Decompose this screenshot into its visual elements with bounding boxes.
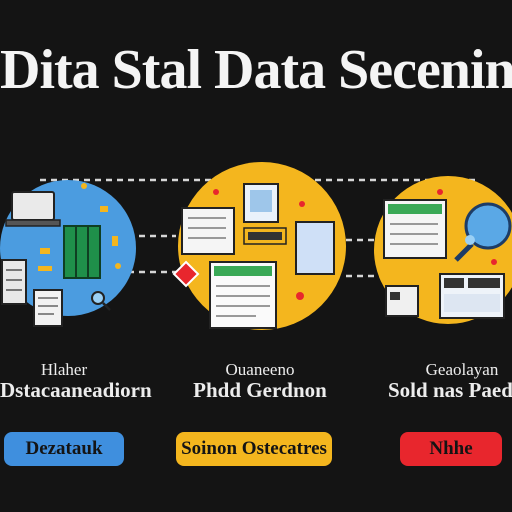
- stage-3-pill: Nhhe: [400, 432, 502, 466]
- stage-2-caption-bottom: Phdd Gerdnon: [193, 378, 327, 402]
- clipboard-icon: [243, 183, 279, 223]
- diagram-title: Dita Stal Data Secening: [0, 39, 512, 101]
- monitor-icon: [439, 273, 505, 319]
- form-document-icon: [383, 199, 447, 259]
- magnifier-icon: [91, 291, 111, 311]
- code-label-icon: [243, 227, 287, 245]
- stage-2-pill: Soinon Ostecatres: [176, 432, 332, 466]
- stage-3-caption-bottom: Sold nas Paeda: [388, 378, 512, 402]
- dots: [437, 189, 497, 265]
- small-dots: [213, 189, 305, 300]
- yellow-dots: [38, 183, 121, 271]
- report-document-icon: [209, 261, 277, 329]
- stage-1-caption-top: Hlaher: [40, 360, 88, 379]
- stage-3-illustration: [374, 176, 512, 324]
- stage-1-pill: Dezatauk: [4, 432, 124, 466]
- small-card-icon: [385, 285, 419, 317]
- laptop-icon: [5, 191, 61, 227]
- stage-3-caption-top: Geaolayan: [425, 360, 499, 379]
- list-document-icon: [181, 207, 235, 255]
- document-icon: [33, 289, 63, 327]
- stage-2-illustration: [172, 162, 346, 330]
- stage-2-caption-top: Ouaneeno: [225, 360, 295, 379]
- warning-diamond-icon: [172, 260, 200, 288]
- server-icon: [63, 225, 101, 279]
- tablet-icon: [295, 221, 335, 275]
- stage-1-caption-bottom: Dstacaaneadiorn: [0, 378, 152, 402]
- stage-1-illustration: [0, 180, 136, 327]
- magnifier-icon: [454, 202, 512, 262]
- chart-document-icon: [1, 259, 27, 305]
